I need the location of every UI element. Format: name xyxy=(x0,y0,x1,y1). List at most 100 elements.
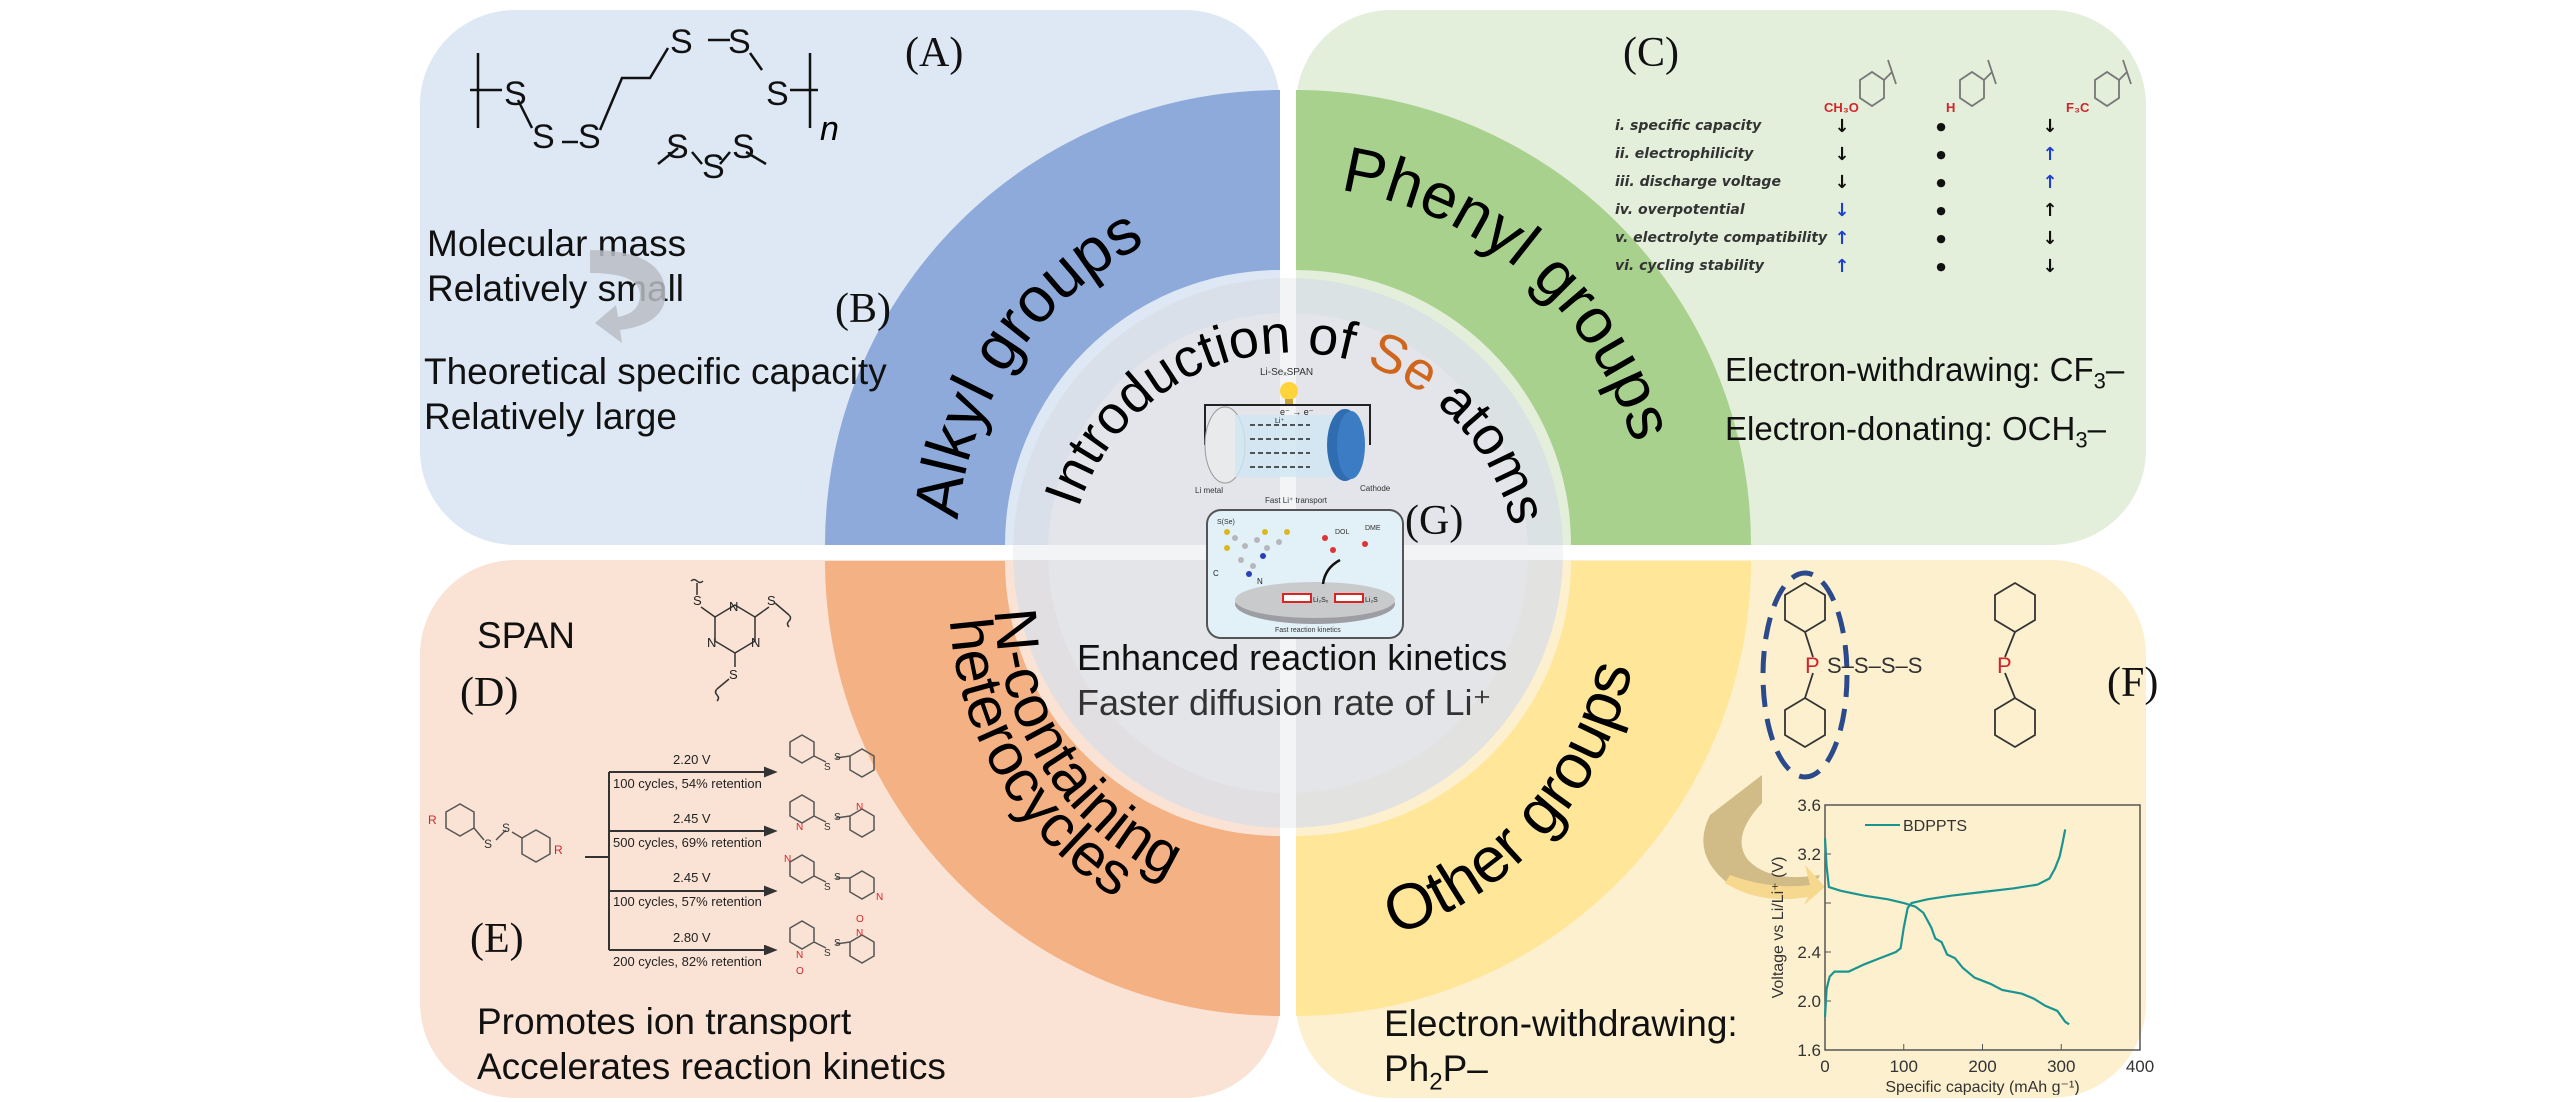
svg-text:P: P xyxy=(1997,653,2012,678)
highlight-ellipse xyxy=(1760,570,1850,780)
ring-alkyl xyxy=(825,90,1280,545)
svg-text:S: S xyxy=(824,822,831,833)
ring-phenyl xyxy=(1296,90,1751,545)
svg-text:N: N xyxy=(796,822,803,833)
svg-text:S: S xyxy=(766,75,789,113)
span-triazine-structure: S S S N N N xyxy=(690,578,792,702)
label-e: (E) xyxy=(470,916,524,962)
effect-row: i. specific capacity↓●↓ xyxy=(1615,116,2135,138)
svg-text:S: S xyxy=(824,762,831,773)
svg-text:Li₂Sₓ: Li₂Sₓ xyxy=(1313,597,1329,604)
svg-text:N: N xyxy=(751,635,760,650)
y-tick-label: 2.0 xyxy=(1797,992,1821,1011)
reaction-cycles: 100 cycles, 54% retention xyxy=(613,776,762,791)
effect-property: iv. overpotential xyxy=(1615,202,1745,218)
svg-text:S: S xyxy=(502,821,510,835)
y-tick-label: 3.6 xyxy=(1797,796,1821,815)
y-tick-label: 2.4 xyxy=(1797,943,1821,962)
alkyl-text-capacity: Theoretical specific capacity xyxy=(424,351,887,392)
svg-text:N: N xyxy=(876,892,883,903)
arrow-down-icon: ↓ xyxy=(2042,256,2058,277)
x-tick-label: 0 xyxy=(1820,1057,1829,1076)
arrow-up-icon: ↑ xyxy=(2042,200,2058,221)
label-d: (D) xyxy=(460,670,519,716)
x-tick-label: 200 xyxy=(1968,1057,1996,1076)
schematic-title: Li-SeₓSPAN xyxy=(1260,367,1314,378)
reaction-cycles: 100 cycles, 57% retention xyxy=(613,894,762,909)
svg-text:S: S xyxy=(834,812,841,823)
legend-label: BDPPTS xyxy=(1903,818,1967,835)
svg-text:S: S xyxy=(532,118,555,156)
svg-text:F₃C: F₃C xyxy=(2066,100,2090,115)
arrow-down-icon: ↓ xyxy=(1834,200,1850,221)
effect-property: vi. cycling stability xyxy=(1615,258,1765,274)
phenyl-donating-text: Electron-donating: OCH3– xyxy=(1725,410,2106,453)
svg-text:R: R xyxy=(554,843,563,857)
svg-text:S: S xyxy=(834,752,841,763)
center-bullet-diffusion: Faster diffusion rate of Li⁺ xyxy=(1077,682,1492,723)
reaction-voltage: 2.20 V xyxy=(673,752,711,767)
svg-text:S(Se): S(Se) xyxy=(1217,519,1235,526)
effect-property: v. electrolyte compatibility xyxy=(1615,230,1828,246)
neutral-dot-icon: ● xyxy=(1936,204,1946,217)
reaction-cycles: 200 cycles, 82% retention xyxy=(613,954,762,969)
svg-text:S: S xyxy=(670,23,693,61)
span-title: SPAN xyxy=(477,615,576,656)
effect-row: v. electrolyte compatibility↑●↓ xyxy=(1615,228,2135,250)
arrow-down-icon: ↓ xyxy=(1834,116,1850,137)
svg-text:Li₂S: Li₂S xyxy=(1365,597,1378,604)
svg-text:S: S xyxy=(693,593,702,608)
svg-text:S: S xyxy=(504,75,527,113)
svg-text:O: O xyxy=(796,966,804,977)
label-g: (G) xyxy=(1405,498,1464,544)
svg-text:S: S xyxy=(824,882,831,893)
effect-row: ii. electrophilicity↓●↑ xyxy=(1615,144,2135,166)
svg-text:N: N xyxy=(856,802,863,813)
svg-text:H: H xyxy=(1946,100,1955,115)
effect-property: ii. electrophilicity xyxy=(1615,146,1754,162)
svg-text:n: n xyxy=(820,110,839,148)
diaryl-disulfide-reactant: RR SS xyxy=(428,803,563,863)
svg-text:e⁻ → e⁻: e⁻ → e⁻ xyxy=(1280,407,1314,417)
svg-text:S: S xyxy=(767,593,776,608)
neutral-dot-icon: ● xyxy=(1936,148,1946,161)
x-tick-label: 400 xyxy=(2126,1057,2154,1076)
alkyl-text-large: Relatively large xyxy=(424,396,677,437)
reaction-voltage: 2.45 V xyxy=(673,811,711,826)
svg-text:S: S xyxy=(728,23,751,61)
arrow-up-icon: ↑ xyxy=(1834,228,1850,249)
arrow-up-icon: ↑ xyxy=(2042,172,2058,193)
arrow-up-icon: ↑ xyxy=(2042,144,2058,165)
svg-text:Cathode: Cathode xyxy=(1360,484,1391,493)
svg-text:CH₃O: CH₃O xyxy=(1824,100,1859,115)
svg-text:N: N xyxy=(1257,577,1263,586)
effect-row: vi. cycling stability↑●↓ xyxy=(1615,256,2135,278)
svg-text:O: O xyxy=(856,914,864,925)
effect-property: i. specific capacity xyxy=(1615,118,1762,134)
effect-property: iii. discharge voltage xyxy=(1615,174,1781,190)
arrow-down-icon: ↓ xyxy=(2042,116,2058,137)
svg-text:S–S–S–S: S–S–S–S xyxy=(1827,653,1922,678)
svg-text:S: S xyxy=(666,128,689,166)
n-hetero-text-ion-transport: Promotes ion transport xyxy=(477,1001,852,1042)
svg-text:S: S xyxy=(578,118,601,156)
svg-text:S: S xyxy=(732,128,755,166)
ring-n_hetero xyxy=(825,561,1280,1016)
svg-text:S: S xyxy=(729,667,738,682)
svg-text:S: S xyxy=(834,938,841,949)
reaction-voltage: 2.45 V xyxy=(673,870,711,885)
y-tick-label: 1.6 xyxy=(1797,1041,1821,1060)
svg-text:N: N xyxy=(784,854,791,865)
phenyl-withdrawing-text: Electron-withdrawing: CF3– xyxy=(1725,351,2125,394)
svg-text:S: S xyxy=(484,837,492,851)
svg-text:S: S xyxy=(702,148,725,186)
x-tick-label: 100 xyxy=(1890,1057,1918,1076)
curved-arrow-icon xyxy=(1703,775,1825,905)
svg-text:N: N xyxy=(796,950,803,961)
svg-text:Fast reaction kinetics: Fast reaction kinetics xyxy=(1275,627,1341,634)
label-c: (C) xyxy=(1623,30,1679,76)
label-a: (A) xyxy=(905,30,964,76)
other-text-ph2p: Ph2P– xyxy=(1384,1048,1488,1096)
